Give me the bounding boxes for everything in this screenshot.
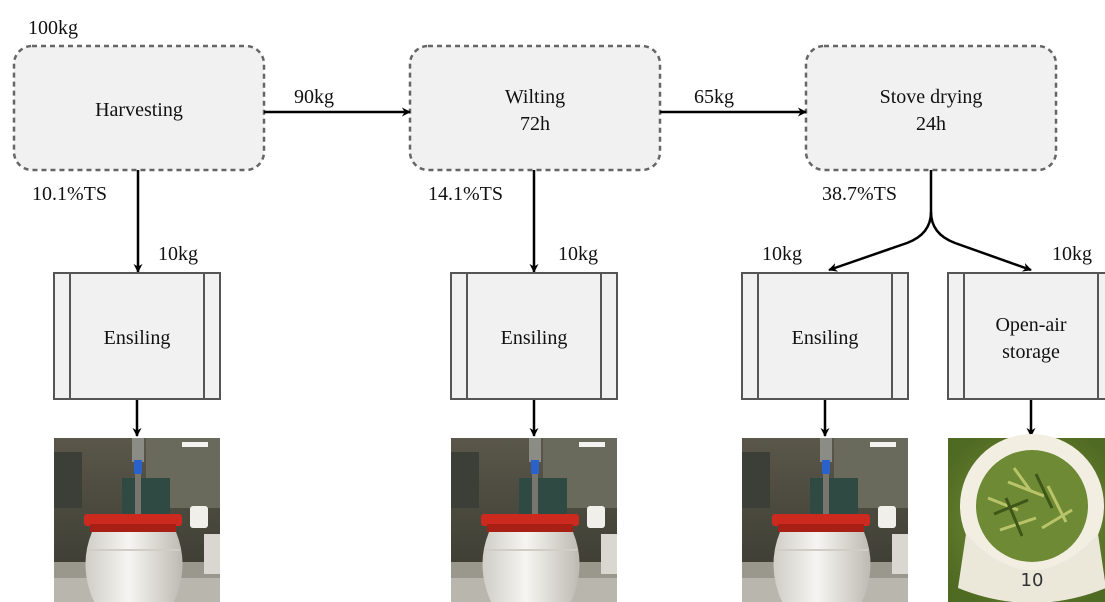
step-label: Harvesting [95,99,183,121]
storage-mass-label: 10kg [558,243,598,265]
storage-label-line2: storage [1002,341,1060,363]
storage-mass-label: 10kg [1052,243,1092,265]
mass-label: 65kg [694,86,734,108]
storage-label: Ensiling [501,327,568,349]
ts-label: 10.1%TS [32,183,107,205]
storage-box-open-air: Open-air storage [947,272,1105,400]
silo-drum-photo [450,437,618,602]
storage-box-ensiling-1: Ensiling [53,272,221,400]
mass-label: 90kg [294,86,334,108]
step-box-stove-drying: Stove drying 24h [804,44,1058,172]
storage-label: Open-air [995,314,1066,336]
step-box-wilting: Wilting 72h [408,44,662,172]
storage-label: Ensiling [792,327,859,349]
step-label: Wilting [505,86,565,108]
silo-drum-photo [53,437,221,602]
ts-label: 14.1%TS [428,183,503,205]
step-duration: 24h [916,113,946,135]
initial-mass-label: 100kg [28,17,78,39]
storage-mass-label: 10kg [762,243,802,265]
storage-label: Ensiling [104,327,171,349]
storage-box-ensiling-3: Ensiling [741,272,909,400]
step-label: Stove drying [880,86,983,108]
open-bucket-photo [946,432,1105,602]
step-duration: 72h [520,113,550,135]
storage-mass-label: 10kg [158,243,198,265]
step-box-harvesting: Harvesting [12,44,266,172]
storage-box-ensiling-2: Ensiling [450,272,618,400]
arrow-to-open-air [929,211,1032,272]
silo-drum-photo [741,437,909,602]
ts-label: 38.7%TS [822,183,897,205]
